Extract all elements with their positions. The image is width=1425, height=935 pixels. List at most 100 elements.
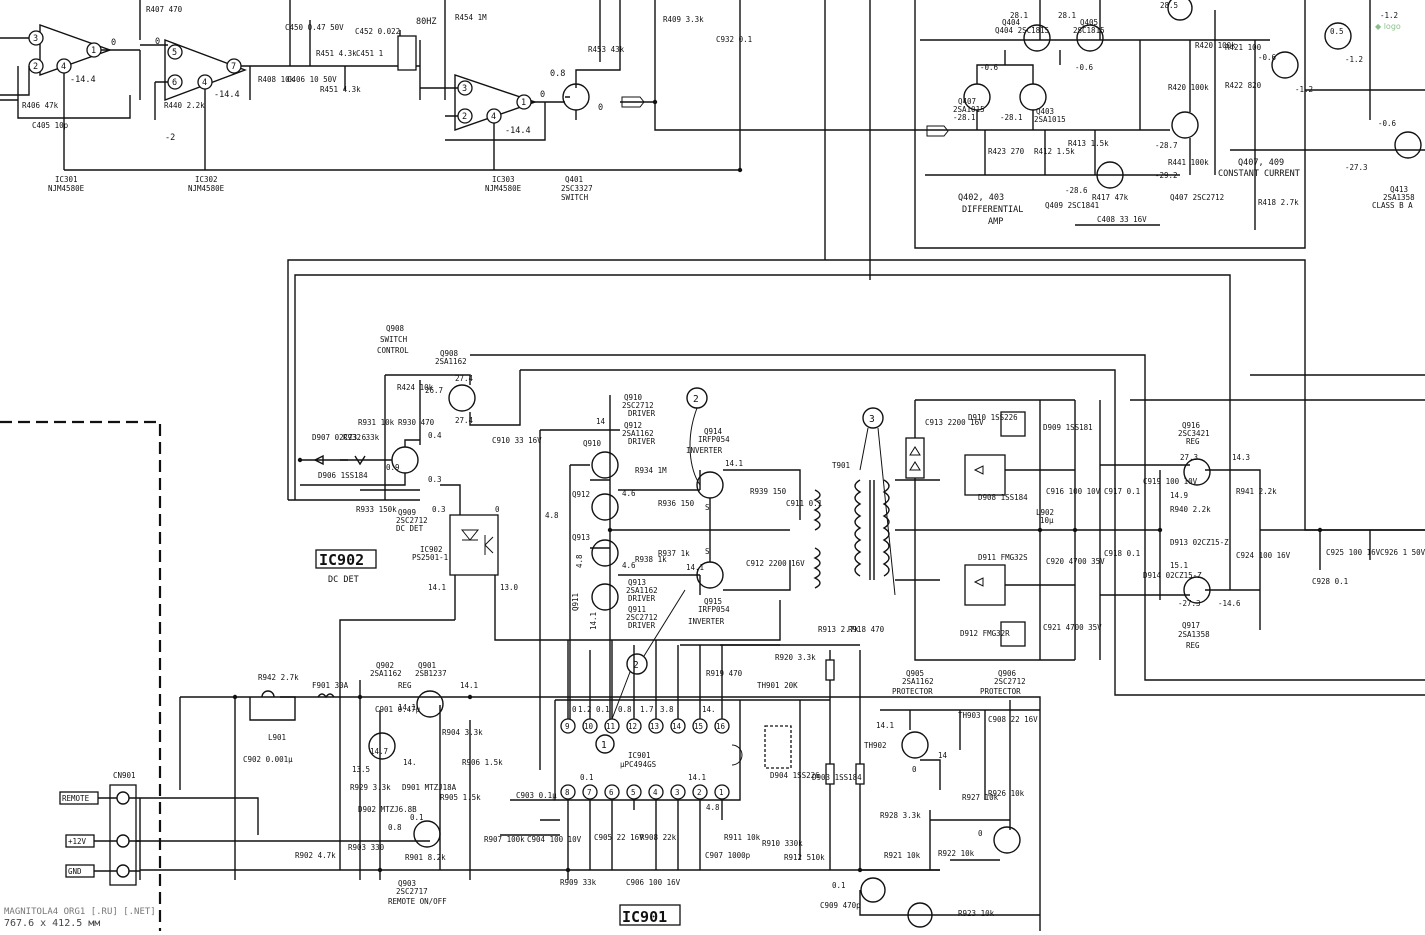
svg-text:9: 9 (565, 722, 570, 731)
q914-label: Q914 (704, 427, 723, 436)
ic902-part-label: IC902 (420, 545, 443, 554)
svg-text:16: 16 (716, 722, 726, 731)
c406-label: R408 10k (258, 75, 295, 84)
svg-text:14.7: 14.7 (370, 747, 388, 756)
c923-label: D913 02CZ15-Z (1170, 538, 1229, 547)
c917-label: C916 100 10V (1046, 487, 1101, 496)
svg-text:S: S (705, 547, 710, 556)
ic902-optocoupler (449, 514, 499, 576)
svg-text:-28.7: -28.7 (1155, 141, 1178, 150)
svg-text:Q908: Q908 (440, 349, 459, 358)
svg-text:Q404: Q404 (1002, 18, 1021, 27)
r938-label: R937 1k (658, 549, 690, 558)
c909-label: R922 10k (938, 849, 975, 858)
r905-label: D901 MTZJ18A (402, 783, 457, 792)
d908-label: D910 1SS226 (968, 413, 1018, 422)
svg-text:2SC1815: 2SC1815 (1073, 26, 1105, 35)
r453-label: C451 1 (356, 49, 383, 58)
q916-label: Q916 (1182, 421, 1201, 430)
r412-label: R423 270 (988, 147, 1025, 156)
q901-label: Q901 (418, 661, 436, 670)
svg-text:14.1: 14.1 (428, 583, 446, 592)
c450-label: C450 0.47 50V (285, 23, 344, 32)
footer-site: MAGNITOLA4 ORG1 [.RU] [.NET] (4, 907, 156, 917)
svg-text:27.4: 27.4 (455, 416, 474, 425)
r932-label: R931 10k (358, 418, 395, 427)
svg-text:3: 3 (675, 788, 680, 797)
c932-label: C932 0.1 (716, 35, 752, 44)
r904-label: C901 0.47μ (375, 705, 421, 714)
q412-transistor (1271, 51, 1299, 79)
svg-text:1: 1 (91, 46, 96, 56)
ic901-part-label: IC901 (628, 751, 651, 760)
ic303-label: IC303 (492, 175, 515, 184)
ic902-part-num: PS2501-1 (412, 553, 448, 562)
ic301-opamp (39, 24, 113, 76)
r422-label: R421 100 (1225, 43, 1262, 52)
th903-thermistor (855, 763, 865, 785)
q916-func: REG (1186, 437, 1200, 446)
c922-label: R940 2.2k (1170, 505, 1211, 514)
svg-text:Q403: Q403 (1036, 107, 1054, 116)
ic301-part: NJM4580E (48, 184, 85, 193)
r933-label: D906 1SS184 (318, 471, 368, 480)
svg-text:-14.6: -14.6 (1218, 599, 1241, 608)
q915-func: INVERTER (688, 617, 725, 626)
q401-part: 2SC3327 (561, 184, 593, 193)
svg-text:0.8: 0.8 (618, 705, 632, 714)
svg-text:13.0: 13.0 (500, 583, 519, 592)
svg-text:-1.2: -1.2 (1295, 85, 1313, 94)
c904-label: R907 100k (484, 835, 525, 844)
q902-part: 2SA1162 (370, 669, 402, 678)
callout-1 (595, 734, 615, 754)
svg-text:S: S (705, 503, 710, 512)
dc-det-section: Q908 SWITCH CONTROL Q908 2SA1162 R424 10… (300, 324, 781, 870)
r918-label: R913 2.7k (818, 625, 859, 634)
svg-text:14.3: 14.3 (1232, 453, 1250, 462)
r937-label: R936 150 (658, 499, 695, 508)
callout-2a-text: 2 (693, 394, 699, 405)
ic902-block-title: IC902 (319, 551, 364, 569)
svg-text:0.4: 0.4 (428, 431, 442, 440)
ic302-part: NJM4580E (188, 184, 225, 193)
inverter-section: Q910 Q912 Q913 Q911 Q910 2SC2712 DRIVER … (539, 387, 822, 770)
ic902-block-box (315, 549, 377, 569)
svg-text:0.9: 0.9 (386, 463, 400, 472)
q915-part: IRFP054 (698, 605, 730, 614)
r909-label: R908 22k (640, 833, 677, 842)
svg-text:14.: 14. (403, 758, 417, 767)
svg-text:0.1: 0.1 (410, 813, 424, 822)
q906-label: Q906 (998, 669, 1017, 678)
c911-label: R939 150 (750, 487, 787, 496)
r926-label: R927 10k (962, 793, 999, 802)
r424-label: R418 2.7k (1258, 198, 1299, 207)
svg-text:0.1: 0.1 (596, 705, 610, 714)
d907-label: R932 33k (343, 433, 380, 442)
svg-text:0: 0 (912, 765, 917, 774)
q409-part: Q407 2SC2712 (1170, 193, 1224, 202)
r921-label: R928 3.3k (880, 811, 921, 820)
r920-label: R919 470 (706, 669, 743, 678)
q912-func: DRIVER (628, 437, 656, 446)
r930-label: R424 10k (397, 383, 434, 392)
svg-text:3.8: 3.8 (660, 705, 674, 714)
t901-label: T901 (832, 461, 850, 470)
q908-func2: CONTROL (377, 346, 409, 355)
callout-2b-text: 2 (633, 660, 639, 671)
ic901-part-num: μPC494GS (620, 760, 657, 769)
svg-text:12: 12 (628, 722, 637, 731)
r940-label: C919 100 10V (1143, 477, 1198, 486)
d911-label: D908 1SS184 (978, 493, 1028, 502)
q916-part: 2SC3421 (1178, 429, 1210, 438)
svg-text:14.1: 14.1 (725, 459, 743, 468)
svg-text:0.3: 0.3 (432, 505, 446, 514)
q914-mosfet (696, 471, 724, 499)
svg-text:Q911: Q911 (571, 593, 580, 611)
c926-label: C925 100 16V (1326, 548, 1381, 557)
plus12v-terminal-label: +12V (68, 837, 87, 846)
ic901-block-box (619, 904, 681, 926)
svg-text:-14.4: -14.4 (505, 126, 531, 136)
q914-part: IRFP054 (698, 435, 730, 444)
th902-label: D903 1SS184 (812, 773, 862, 782)
l901-label: F901 30A (312, 681, 349, 690)
